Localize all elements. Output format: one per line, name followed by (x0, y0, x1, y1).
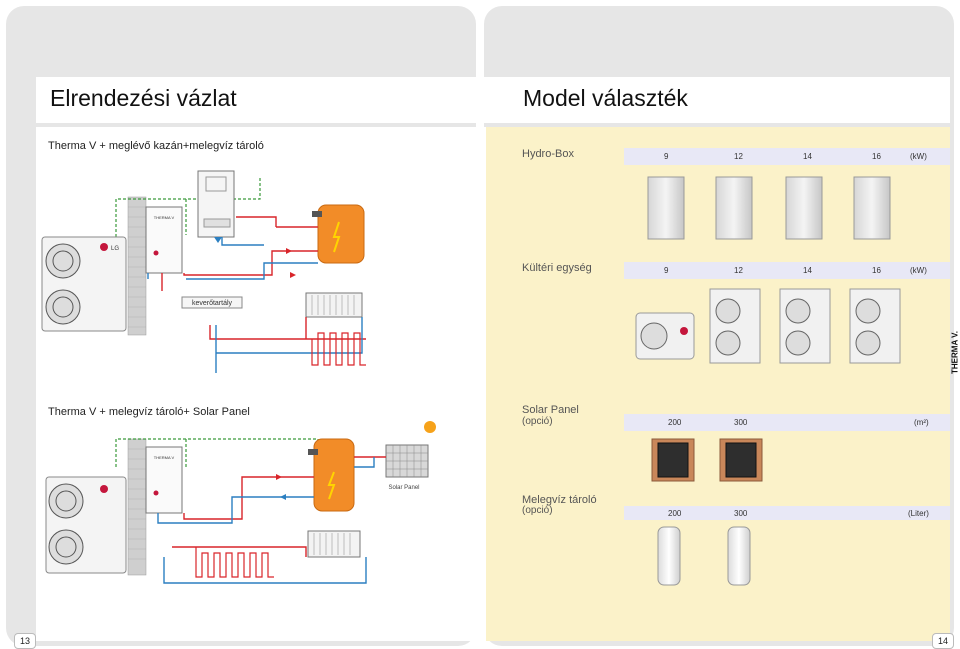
side-brand-logo: THERMA V. (950, 331, 960, 374)
solar-panel-section-label: Solar Panel (522, 404, 579, 416)
outdoor-capacity-9: 9 (664, 266, 669, 275)
mixing-tank-label: keverőtartály (192, 300, 233, 307)
hydro-capacity-14: 14 (803, 152, 812, 161)
solar-panel-label: Solar Panel (388, 485, 419, 491)
scheme1-label: Therma V + meglévő kazán+melegvíz tároló (48, 140, 264, 152)
tank-size-300: 300 (734, 509, 748, 518)
tank-size-200: 200 (668, 509, 682, 518)
hot-water-tank-label: Melegvíz tároló (522, 494, 597, 506)
hydro-box-label: Hydro-Box (522, 148, 574, 160)
tank-spec-band (624, 506, 950, 520)
scheme1-radiator (305, 292, 363, 318)
outdoor-capacity-16: 16 (872, 266, 881, 275)
right-title-band (486, 77, 950, 123)
solar-spec-band (624, 414, 950, 431)
scheme1-boiler (197, 170, 235, 238)
outdoor-unit-label: Kültéri egység (522, 262, 592, 274)
installation-diagrams: LG THERMA V (41, 170, 436, 584)
outdoor-unit-images (635, 288, 901, 364)
hydro-box-images (647, 176, 891, 240)
solar-panel-images (651, 438, 763, 482)
scheme2-outdoor-unit (45, 476, 127, 574)
tank-unit: (Liter) (908, 509, 929, 518)
scheme1-outdoor-unit: LG (41, 236, 127, 332)
solar-panel-optional: (opció) (522, 416, 553, 427)
outdoor-unit: (kW) (910, 266, 927, 275)
hydro-capacity-12: 12 (734, 152, 743, 161)
scheme1-hydro-box: THERMA V (145, 206, 183, 274)
scheme2-diagram: THERMA V Solar Panel (45, 421, 436, 584)
hydro-spec-band (624, 148, 950, 165)
hydro-capacity-9: 9 (664, 152, 669, 161)
scheme2-hydro-box: THERMA V (145, 446, 183, 514)
layout-title: Elrendezési vázlat (50, 85, 237, 111)
scheme2-label: Therma V + melegvíz tároló+ Solar Panel (48, 406, 250, 418)
svg-text:THERMA V: THERMA V (154, 215, 175, 220)
hydro-capacity-16: 16 (872, 152, 881, 161)
page-number-right: 14 (932, 633, 954, 649)
svg-text:LG: LG (111, 246, 119, 252)
svg-text:THERMA V: THERMA V (154, 455, 175, 460)
scheme1-hot-water-tank (312, 204, 365, 264)
outdoor-capacity-14: 14 (803, 266, 812, 275)
solar-size-300: 300 (734, 418, 748, 427)
solar-unit: (m²) (914, 418, 929, 427)
scheme2-solar-panel (385, 444, 429, 478)
page-number-left: 13 (14, 633, 36, 649)
models-title: Model választék (523, 85, 688, 111)
scheme2-hot-water-tank (308, 438, 355, 512)
hydro-unit: (kW) (910, 152, 927, 161)
solar-size-200: 200 (668, 418, 682, 427)
scheme1-diagram: LG THERMA V (41, 170, 366, 373)
hot-water-tank-images (657, 526, 751, 586)
scheme2-radiator (307, 530, 361, 558)
side-brand: THERMA V. (948, 292, 960, 422)
outdoor-capacity-12: 12 (734, 266, 743, 275)
outdoor-spec-band (624, 262, 950, 279)
hot-water-tank-optional: (opció) (522, 505, 553, 516)
left-title-band (36, 77, 486, 123)
mixing-tank (181, 296, 243, 309)
product-images (635, 176, 901, 586)
sun-icon (424, 421, 436, 433)
